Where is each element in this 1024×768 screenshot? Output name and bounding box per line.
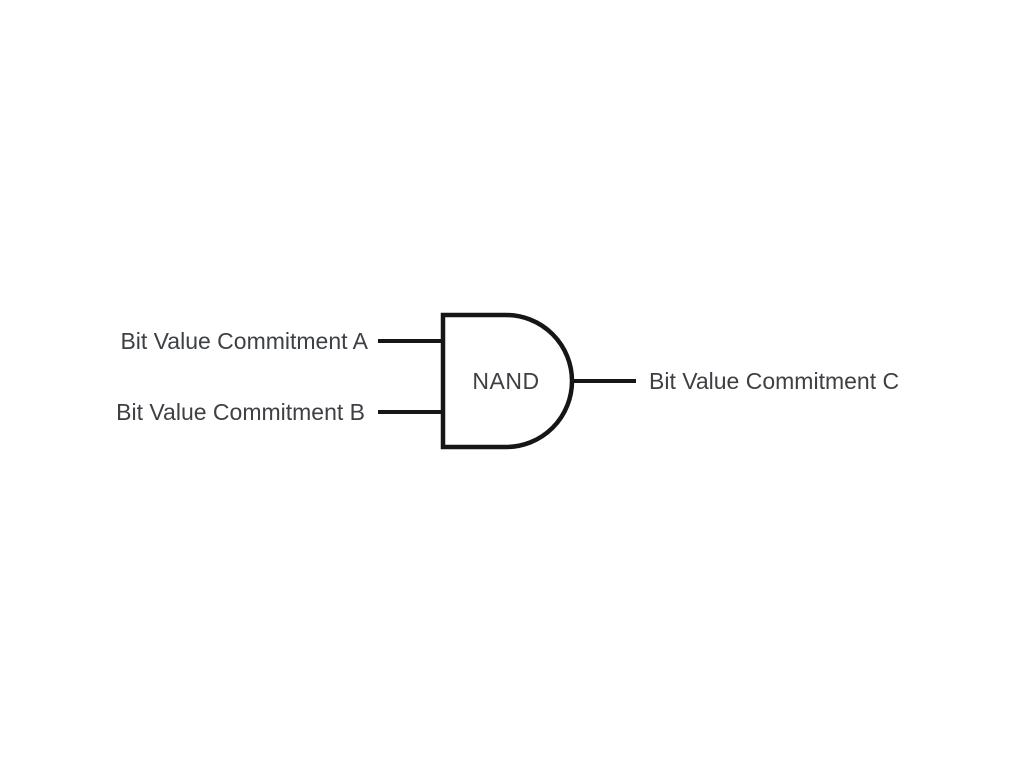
output-label-c: Bit Value Commitment C [649,368,900,394]
input-label-a: Bit Value Commitment A [120,328,368,354]
gate-label: NAND [472,368,540,394]
nand-gate-shape [440,312,575,450]
input-label-b: Bit Value Commitment B [116,399,365,425]
